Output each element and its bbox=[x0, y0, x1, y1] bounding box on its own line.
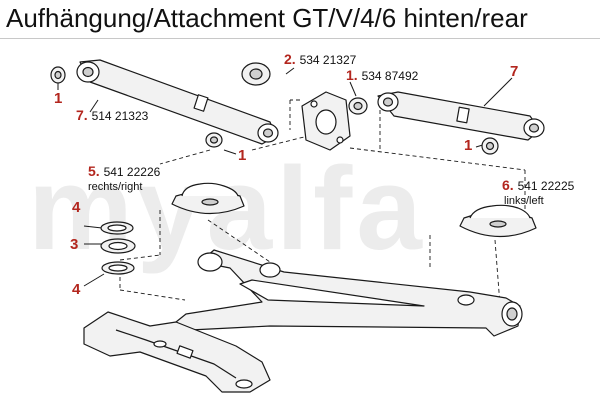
washer-4-bottom bbox=[101, 261, 135, 275]
callout-7-right: 7 bbox=[510, 63, 519, 80]
part-number-6: 6 bbox=[502, 177, 510, 193]
part-number-5: 5 bbox=[88, 163, 96, 179]
part-label-2: 2. 534 21327 bbox=[284, 51, 357, 67]
callout-1-middle: 1 bbox=[238, 147, 247, 164]
part-no-1: 534 87492 bbox=[361, 69, 419, 83]
part-no-7: 514 21323 bbox=[91, 109, 149, 123]
leader-lines bbox=[119, 99, 526, 306]
washer-3 bbox=[100, 238, 136, 254]
callout-3: 3 bbox=[70, 236, 79, 253]
washer-4-top bbox=[100, 221, 134, 235]
bush-1-lower-right bbox=[481, 137, 499, 155]
a-arm bbox=[175, 249, 523, 337]
part-desc-6: links/left bbox=[504, 195, 544, 207]
part-label-5: 5. 541 22226 rechts/right bbox=[88, 163, 161, 193]
rubber-mount-6 bbox=[459, 204, 537, 238]
part-label-6: 6. 541 22225 links/left bbox=[502, 177, 575, 207]
mounting-bracket bbox=[301, 91, 351, 151]
part-number-2: 2 bbox=[284, 51, 292, 67]
exploded-parts-diagram bbox=[50, 59, 545, 393]
part-number-1: 1 bbox=[346, 67, 354, 83]
subframe bbox=[83, 311, 271, 393]
part-number-7: 7 bbox=[76, 107, 84, 123]
rubber-mount-5 bbox=[171, 182, 245, 215]
header-bar: Aufhängung/Attachment GT/V/4/6 hinten/re… bbox=[0, 0, 600, 39]
part-no-5: 541 22226 bbox=[103, 165, 161, 179]
trailing-link-left bbox=[76, 59, 279, 145]
part-label-1: 1. 534 87492 bbox=[346, 67, 419, 83]
callout-4-top: 4 bbox=[72, 199, 81, 216]
page-title: Aufhängung/Attachment GT/V/4/6 hinten/re… bbox=[6, 3, 528, 33]
bush-2 bbox=[241, 62, 271, 86]
bush-1-top-left bbox=[50, 66, 66, 84]
callout-1-right: 1 bbox=[464, 137, 473, 154]
part-desc-5: rechts/right bbox=[88, 181, 143, 193]
part-no-6: 541 22225 bbox=[517, 179, 575, 193]
trailing-link-right bbox=[377, 91, 545, 141]
bush-1-upper-right bbox=[348, 97, 368, 115]
callout-4-bottom: 4 bbox=[72, 281, 81, 298]
bush-1-middle bbox=[205, 132, 223, 148]
part-label-7: 7. 514 21323 bbox=[76, 107, 149, 123]
callout-1-top-left: 1 bbox=[54, 90, 63, 107]
part-no-2: 534 21327 bbox=[299, 53, 357, 67]
